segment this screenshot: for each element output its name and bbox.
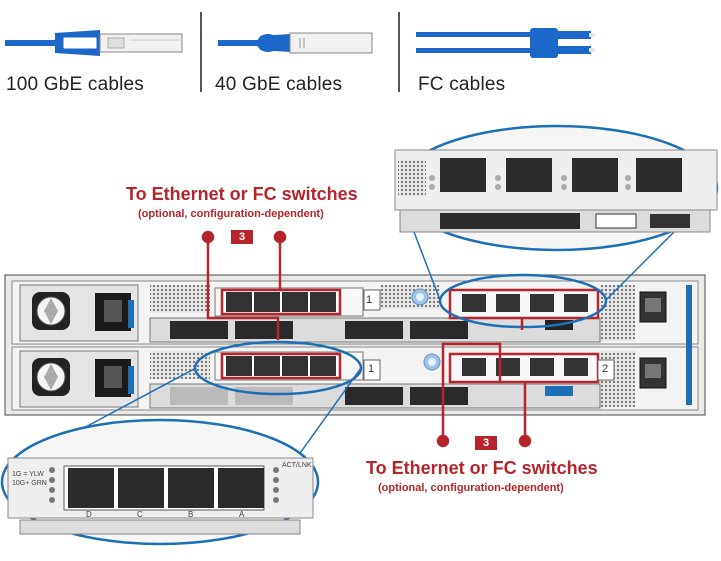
slot-number: 1 (366, 294, 373, 306)
legend-divider (398, 12, 400, 92)
slot-number: 2 (602, 363, 609, 375)
callout-subtitle-bottom: (optional, configuration-dependent) (378, 482, 564, 494)
cable-label-40gbe: 40 GbE cables (215, 74, 343, 95)
rj45-port-icon (639, 291, 667, 323)
vent-grille (600, 285, 635, 341)
callout-title-bottom: To Ethernet or FC switches (366, 458, 598, 478)
qsfp28-cable-icon (5, 30, 183, 56)
port-letter-bottom: A (239, 510, 245, 519)
zoom-detail-top-right (394, 124, 719, 252)
step-badge-bottom: 3 (475, 436, 497, 450)
power-supply-bottom (19, 350, 139, 408)
mezzanine-card-bottom-right (448, 352, 615, 384)
mezzanine-card-bottom-left (214, 351, 381, 381)
port-letter-bottom: B (188, 510, 194, 519)
module-row-top (149, 317, 601, 343)
callout-connector-top (201, 230, 287, 340)
zoom-act-lnk-label: ACT/LNK (282, 462, 312, 469)
callout-subtitle-top: (optional, configuration-dependent) (138, 208, 324, 220)
rj45-port-icon (639, 357, 667, 389)
speed-label-line1: 1G = YLW (12, 471, 44, 478)
cable-label-fc: FC cables (418, 74, 506, 95)
vent-grille (150, 285, 210, 313)
port-letter-bottom: C (137, 510, 143, 519)
legend-divider (200, 12, 202, 92)
fc-lc-cable-icon (416, 28, 595, 58)
callout-connector-bottom (436, 318, 532, 448)
qsfp-cable-icon (218, 32, 373, 54)
step-badge-top: 3 (231, 230, 253, 244)
vent-grille (380, 285, 440, 309)
module-row-bottom (149, 383, 601, 409)
callout-title-top: To Ethernet or FC switches (126, 184, 358, 204)
vent-grille (150, 351, 210, 379)
speed-label-line2: 10G+ GRN (12, 480, 47, 487)
cable-label-100gbe: 100 GbE cables (6, 74, 144, 95)
power-supply-top (19, 284, 139, 342)
zoom-speed-label: 1G = YLW 10G+ GRN (12, 470, 47, 488)
handle (686, 285, 692, 405)
zoom-detail-bottom-left (0, 418, 320, 546)
port-letter-bottom: D (86, 510, 92, 519)
slot-number: 1 (368, 363, 375, 375)
mezzanine-card-top-left (214, 287, 381, 317)
mezzanine-card-top-right (448, 288, 600, 320)
